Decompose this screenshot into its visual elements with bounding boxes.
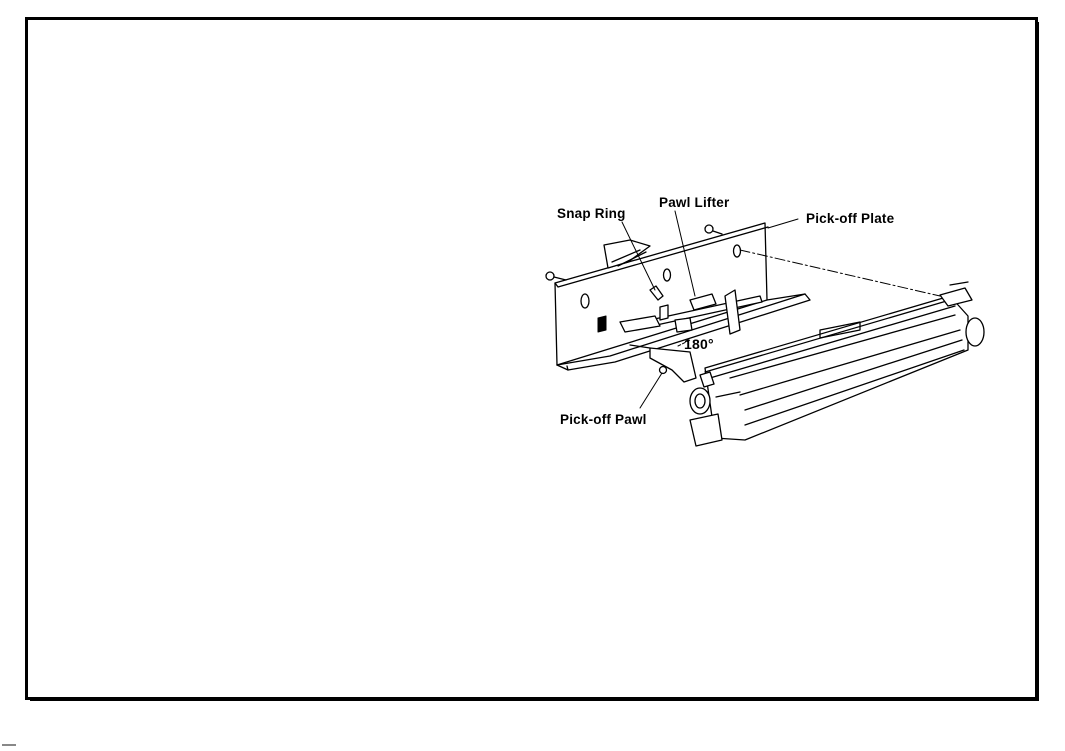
label-pick-off-pawl: Pick-off Pawl [560, 412, 647, 427]
gear-knob [690, 414, 722, 446]
end-cap-left [690, 388, 710, 414]
label-angle: 180° [684, 336, 714, 352]
label-pick-off-plate: Pick-off Plate [806, 211, 894, 226]
screw-top [705, 225, 722, 234]
leader-pick-off-pawl [640, 373, 662, 408]
label-pawl-lifter: Pawl Lifter [659, 195, 729, 210]
label-snap-ring: Snap Ring [557, 206, 626, 221]
alignment-line [740, 250, 940, 296]
scroll-marker [2, 744, 16, 746]
leader-pick-off-plate [768, 219, 798, 228]
screw-left [546, 272, 566, 280]
